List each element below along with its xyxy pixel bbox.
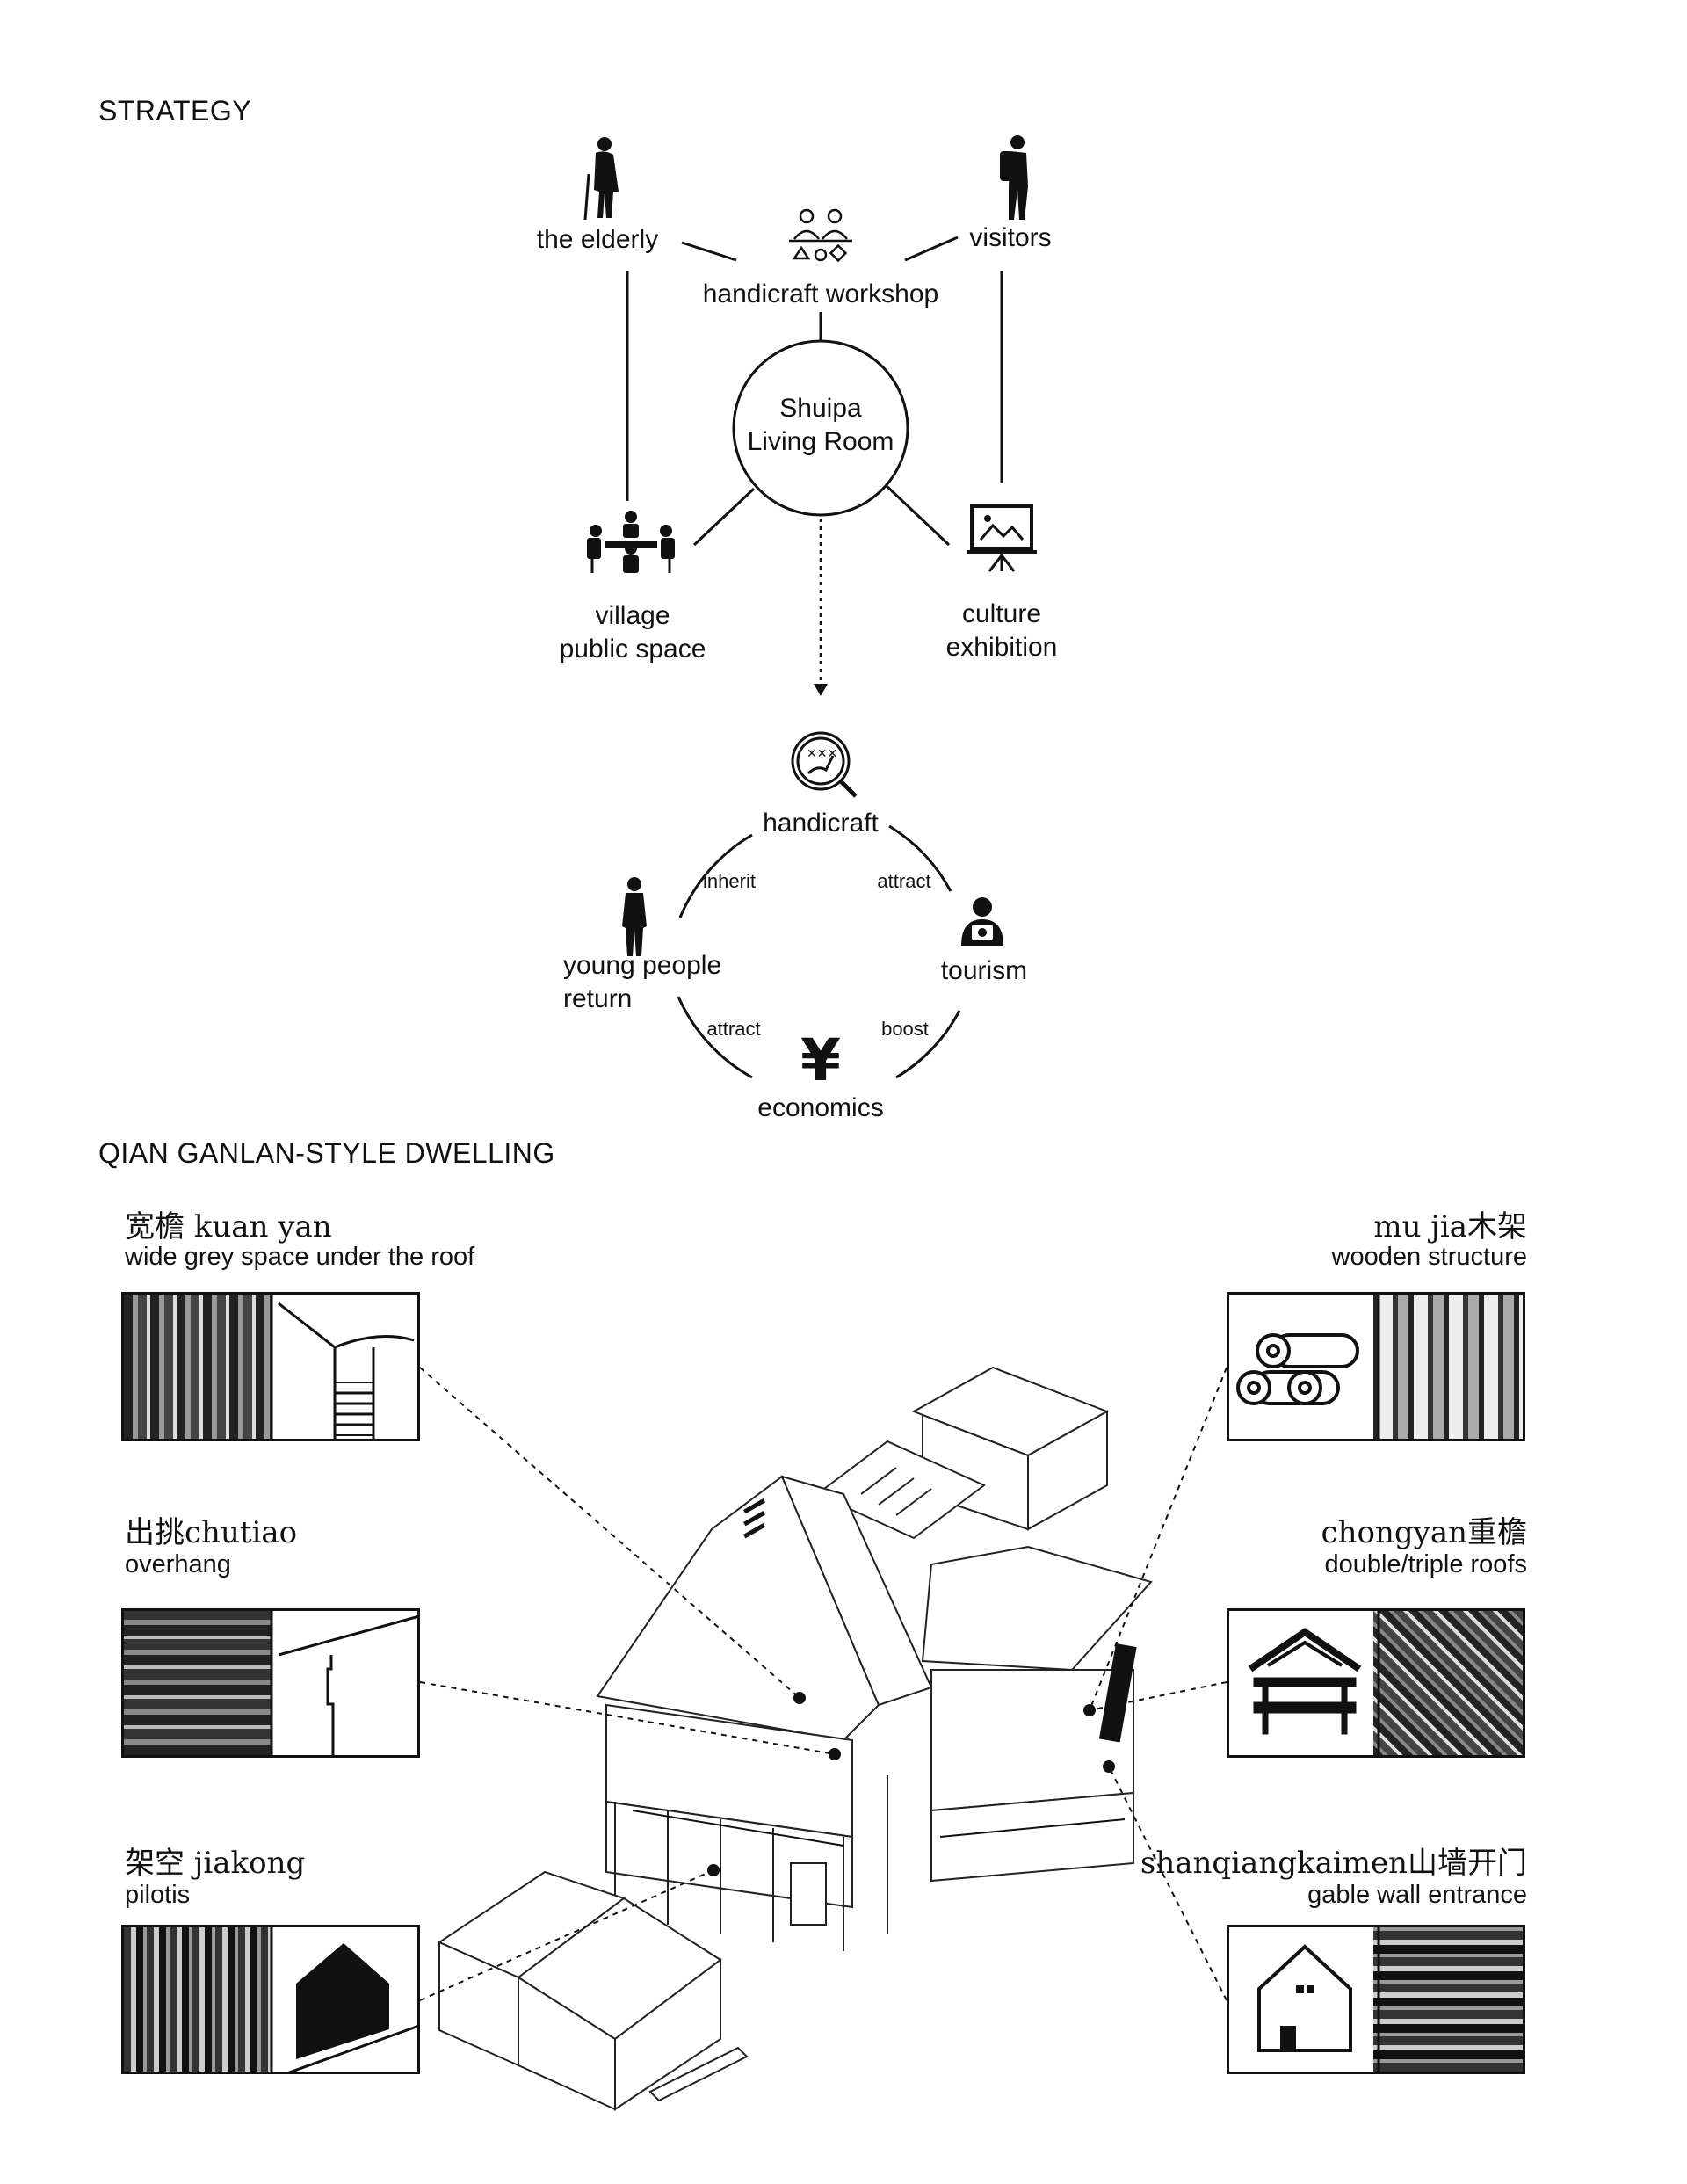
feature-chutiao-en: overhang <box>125 1550 231 1578</box>
center-label-2: Living Room <box>747 427 894 456</box>
cycle-young-1: young people <box>563 951 722 980</box>
camera-person-icon <box>961 897 1003 946</box>
dwelling-heading: QIAN GANLAN-STYLE DWELLING <box>98 1137 555 1169</box>
thumb-chutiao <box>121 1608 420 1758</box>
arc-inherit <box>678 833 753 918</box>
line-center-public <box>692 487 756 547</box>
standing-person-icon <box>622 877 647 956</box>
leader-lines <box>419 1367 1227 2001</box>
node-workshop: handicraft workshop <box>702 279 939 308</box>
line-visitors-workshop <box>904 236 959 262</box>
meeting-table-icon <box>587 511 675 573</box>
photo-kuanyan <box>124 1295 272 1439</box>
svg-text:✕✕✕: ✕✕✕ <box>807 747 837 761</box>
sketch-jiakong <box>270 1927 417 2072</box>
thumb-kuanyan <box>121 1292 420 1441</box>
feature-chutiao-cn: 出挑chutiao <box>125 1515 298 1550</box>
sketch-kuanyan <box>270 1295 415 1439</box>
photo-chutiao <box>124 1611 272 1755</box>
arc-boost <box>895 1010 961 1079</box>
feature-chongyan-en: double/triple roofs <box>1324 1550 1527 1578</box>
feature-kuanyan-cn: 宽檐 kuan yan <box>125 1209 332 1244</box>
node-elderly: the elderly <box>536 225 659 254</box>
photo-shanqiang <box>1373 1927 1523 2072</box>
cycle-handicraft: handicraft <box>763 809 879 838</box>
dark-wall <box>1098 1643 1137 1743</box>
dotted-arrow-head <box>814 684 828 696</box>
feature-jiakong-cn: 架空 jiakong <box>125 1846 306 1881</box>
handicraft-magnifier-icon: ✕✕✕ <box>791 731 858 798</box>
main-roof-right <box>921 1545 1153 1672</box>
strategy-heading: STRATEGY <box>98 95 252 127</box>
edge-boost: boost <box>881 1018 929 1040</box>
line-center-culture <box>884 483 951 547</box>
feature-shanqiang-cn: shanqiangkaimen山墙开门 <box>1140 1846 1527 1881</box>
photo-mujia <box>1373 1295 1523 1439</box>
gable-house-icon <box>1257 1944 1352 2052</box>
feature-chongyan-cn: chongyan重檐 <box>1321 1515 1527 1550</box>
edge-attract-top: attract <box>877 870 931 892</box>
cycle-young-2: return <box>563 984 633 1013</box>
sketch-chutiao <box>270 1611 417 1755</box>
feature-kuanyan-en: wide grey space under the roof <box>125 1243 475 1271</box>
node-visitors: visitors <box>969 223 1052 252</box>
exhibition-screen-icon <box>967 504 1037 572</box>
arc-attract-bottom <box>677 996 753 1079</box>
public-space-label-2: public space <box>559 635 706 664</box>
thumb-chongyan <box>1227 1608 1525 1758</box>
sketch-mujia <box>1236 1295 1380 1439</box>
cycle-tourism: tourism <box>940 956 1028 985</box>
line-elderly-workshop <box>681 241 737 262</box>
edge-inherit: inherit <box>703 870 756 892</box>
double-roof-icon <box>1248 1628 1362 1735</box>
photo-chongyan <box>1373 1611 1523 1755</box>
thumb-shanqiang <box>1227 1925 1525 2074</box>
cycle-economics: economics <box>757 1093 884 1122</box>
feature-shanqiang-en: gable wall entrance <box>1307 1881 1527 1909</box>
roof-vents <box>743 1498 1137 1743</box>
visitor-hiker-icon <box>1000 135 1028 220</box>
leader-dots <box>707 1692 1115 1876</box>
edge-attract-bottom: attract <box>706 1018 761 1040</box>
culture-label-1: culture <box>961 599 1042 628</box>
yen-icon: ¥ <box>800 1027 841 1094</box>
thumb-jiakong <box>121 1925 420 2074</box>
culture-label-2: exhibition <box>945 633 1058 662</box>
sketch-shanqiang <box>1257 1927 1380 2072</box>
thumb-mujia <box>1227 1292 1525 1441</box>
arc-attract-top <box>888 824 952 892</box>
feature-jiakong-en: pilotis <box>125 1881 191 1909</box>
sketch-chongyan <box>1248 1611 1380 1755</box>
feature-mujia-cn: mu jia木架 <box>1373 1209 1527 1244</box>
feature-mujia-en: wooden structure <box>1331 1243 1527 1271</box>
center-circle <box>732 339 909 517</box>
public-space-label-1: village <box>595 601 670 630</box>
handicraft-workshop-icon <box>789 208 852 263</box>
elderly-person-icon <box>583 137 619 221</box>
logs-icon <box>1236 1333 1359 1405</box>
photo-jiakong <box>124 1927 272 2072</box>
center-label-1: Shuipa <box>779 394 862 423</box>
